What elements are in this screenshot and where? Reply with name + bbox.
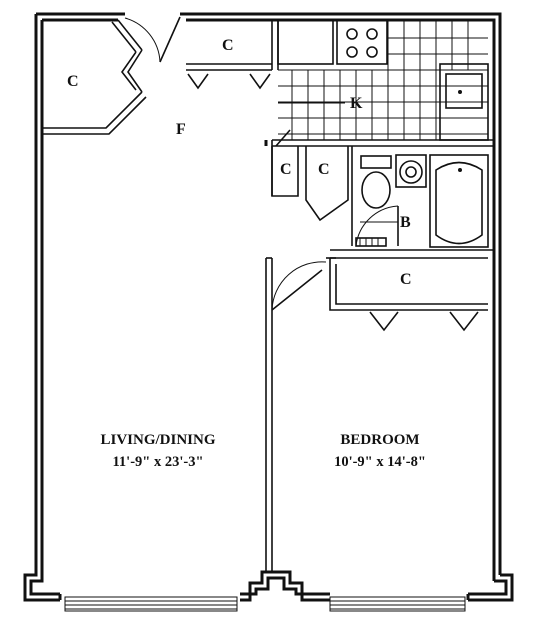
bathtub	[429, 154, 489, 248]
living-room-dims: 11'-9" x 23'-3"	[112, 454, 203, 470]
bathroom	[330, 154, 494, 251]
closet-label-small: C	[280, 161, 292, 178]
bedroom-door	[271, 257, 336, 311]
kitchen-sink	[445, 73, 483, 109]
closet-label-top-left: C	[67, 73, 79, 90]
kitchen-tile-grid	[278, 20, 488, 140]
toilet	[360, 155, 392, 169]
kitchen	[277, 19, 489, 141]
bath-label: B	[400, 214, 411, 231]
closet-bedroom	[329, 257, 488, 332]
range	[336, 19, 388, 65]
closet-label-middle: C	[318, 161, 330, 178]
entry-door	[124, 16, 181, 63]
interior-partition	[264, 140, 273, 572]
refrigerator	[277, 19, 334, 65]
foyer-label: F	[176, 121, 186, 138]
kitchen-label: K	[350, 95, 363, 112]
closet-label-bedroom: C	[400, 271, 412, 288]
closet-foyer	[186, 20, 279, 90]
bedroom-dims: 10'-9" x 14'-8"	[334, 454, 426, 470]
windows	[64, 596, 466, 612]
closet-label-foyer: C	[222, 37, 234, 54]
bath-sink	[395, 154, 427, 188]
bedroom-name: BEDROOM	[340, 432, 419, 448]
closets-middle	[271, 129, 494, 246]
living-room-name: LIVING/DINING	[100, 432, 215, 448]
closet-top-left	[42, 19, 147, 135]
